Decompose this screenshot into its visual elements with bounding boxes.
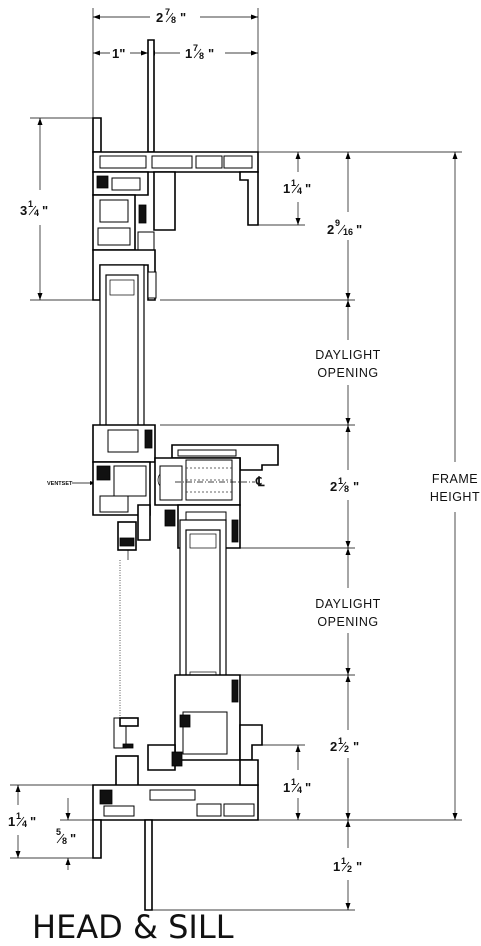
svg-text:1: 1 bbox=[283, 780, 290, 795]
daylight-upper-line2: OPENING bbox=[317, 366, 378, 380]
svg-text:1: 1 bbox=[338, 476, 343, 486]
sill-frame-profile bbox=[92, 674, 263, 911]
head-frame-profile bbox=[92, 39, 259, 301]
svg-text:1: 1 bbox=[28, 199, 33, 209]
svg-text:9: 9 bbox=[335, 218, 340, 228]
screen-line bbox=[113, 560, 139, 749]
dim-overall-width-num: 7 bbox=[165, 7, 170, 17]
svg-text:": " bbox=[70, 831, 76, 846]
svg-text:1: 1 bbox=[291, 777, 296, 787]
daylight-lower-line1: DAYLIGHT bbox=[315, 597, 381, 611]
svg-text:4: 4 bbox=[297, 785, 302, 795]
svg-text:4: 4 bbox=[22, 819, 27, 829]
meeting-rail: VENTSET ℄ bbox=[47, 424, 279, 560]
svg-text:": " bbox=[353, 479, 359, 494]
frame-height-line2: HEIGHT bbox=[430, 490, 480, 504]
upper-glass-unit bbox=[99, 264, 145, 461]
right-dimensions: 1 1 4 " 2 9 16 " DAYLIGHT OPENING bbox=[148, 151, 480, 911]
svg-text:": " bbox=[353, 739, 359, 754]
sill-left-dimensions: 1 1 4 " 5 8 " bbox=[8, 784, 100, 870]
dim-head-right-height: 1 1 4 " bbox=[283, 178, 311, 196]
svg-text:8: 8 bbox=[344, 484, 349, 494]
dim-head-sight: 2 9 16 " bbox=[327, 218, 362, 237]
svg-text:4: 4 bbox=[297, 186, 302, 196]
dim-meeting-rail: 2 1 8 " bbox=[330, 476, 359, 494]
dim-overall-width: 2 7 8 " bbox=[156, 7, 186, 25]
dim-sill-step: 1 1 4 " bbox=[283, 777, 311, 795]
svg-text:1: 1 bbox=[341, 856, 346, 866]
svg-text:": " bbox=[305, 181, 311, 196]
dim-overall-width-whole: 2 bbox=[156, 10, 163, 25]
svg-text:7: 7 bbox=[193, 43, 198, 53]
svg-text:1: 1 bbox=[283, 181, 290, 196]
svg-text:2: 2 bbox=[330, 479, 337, 494]
dim-overall-width-unit: " bbox=[180, 10, 186, 25]
daylight-lower-line2: OPENING bbox=[317, 615, 378, 629]
svg-text:2: 2 bbox=[330, 739, 337, 754]
ventset-label: VENTSET bbox=[47, 481, 73, 487]
dim-overall-width-den: 8 bbox=[171, 15, 176, 25]
svg-text:": " bbox=[208, 46, 214, 61]
svg-text:2: 2 bbox=[327, 222, 334, 237]
svg-text:2: 2 bbox=[344, 744, 349, 754]
dim-sill-left-height: 1 1 4 " bbox=[8, 811, 36, 829]
svg-text:16: 16 bbox=[343, 227, 353, 237]
svg-text:4: 4 bbox=[34, 208, 39, 218]
svg-text:1: 1 bbox=[338, 736, 343, 746]
drawing-title: HEAD & SILL bbox=[32, 908, 234, 946]
daylight-upper-line1: DAYLIGHT bbox=[315, 348, 381, 362]
dim-sill-left-small: 5 8 " bbox=[56, 827, 76, 846]
dim-left-width: 1" bbox=[112, 46, 125, 61]
svg-text:5: 5 bbox=[56, 827, 61, 837]
svg-text:3: 3 bbox=[20, 203, 27, 218]
svg-text:8: 8 bbox=[199, 51, 204, 61]
svg-text:": " bbox=[42, 203, 48, 218]
svg-text:": " bbox=[356, 222, 362, 237]
width-dimensions: 2 7 8 " 1" 1 7 8 " bbox=[92, 7, 259, 152]
dim-sill-bottom: 1 1 2 " bbox=[333, 856, 362, 874]
dim-head-left-height: 3 1 4 " bbox=[20, 117, 100, 301]
svg-text:1: 1 bbox=[291, 178, 296, 188]
dim-sill-sight: 2 1 2 " bbox=[330, 736, 359, 754]
svg-text:": " bbox=[305, 780, 311, 795]
centerline-symbol: ℄ bbox=[255, 474, 265, 489]
dim-right-width: 1 7 8 " bbox=[185, 43, 214, 61]
frame-height-line1: FRAME bbox=[432, 472, 478, 486]
svg-text:1: 1 bbox=[16, 811, 21, 821]
svg-text:1: 1 bbox=[333, 859, 340, 874]
svg-text:1: 1 bbox=[8, 814, 15, 829]
svg-text:8: 8 bbox=[62, 836, 67, 846]
svg-text:": " bbox=[30, 814, 36, 829]
svg-text:2: 2 bbox=[347, 864, 352, 874]
svg-text:": " bbox=[356, 859, 362, 874]
svg-text:1: 1 bbox=[185, 46, 192, 61]
